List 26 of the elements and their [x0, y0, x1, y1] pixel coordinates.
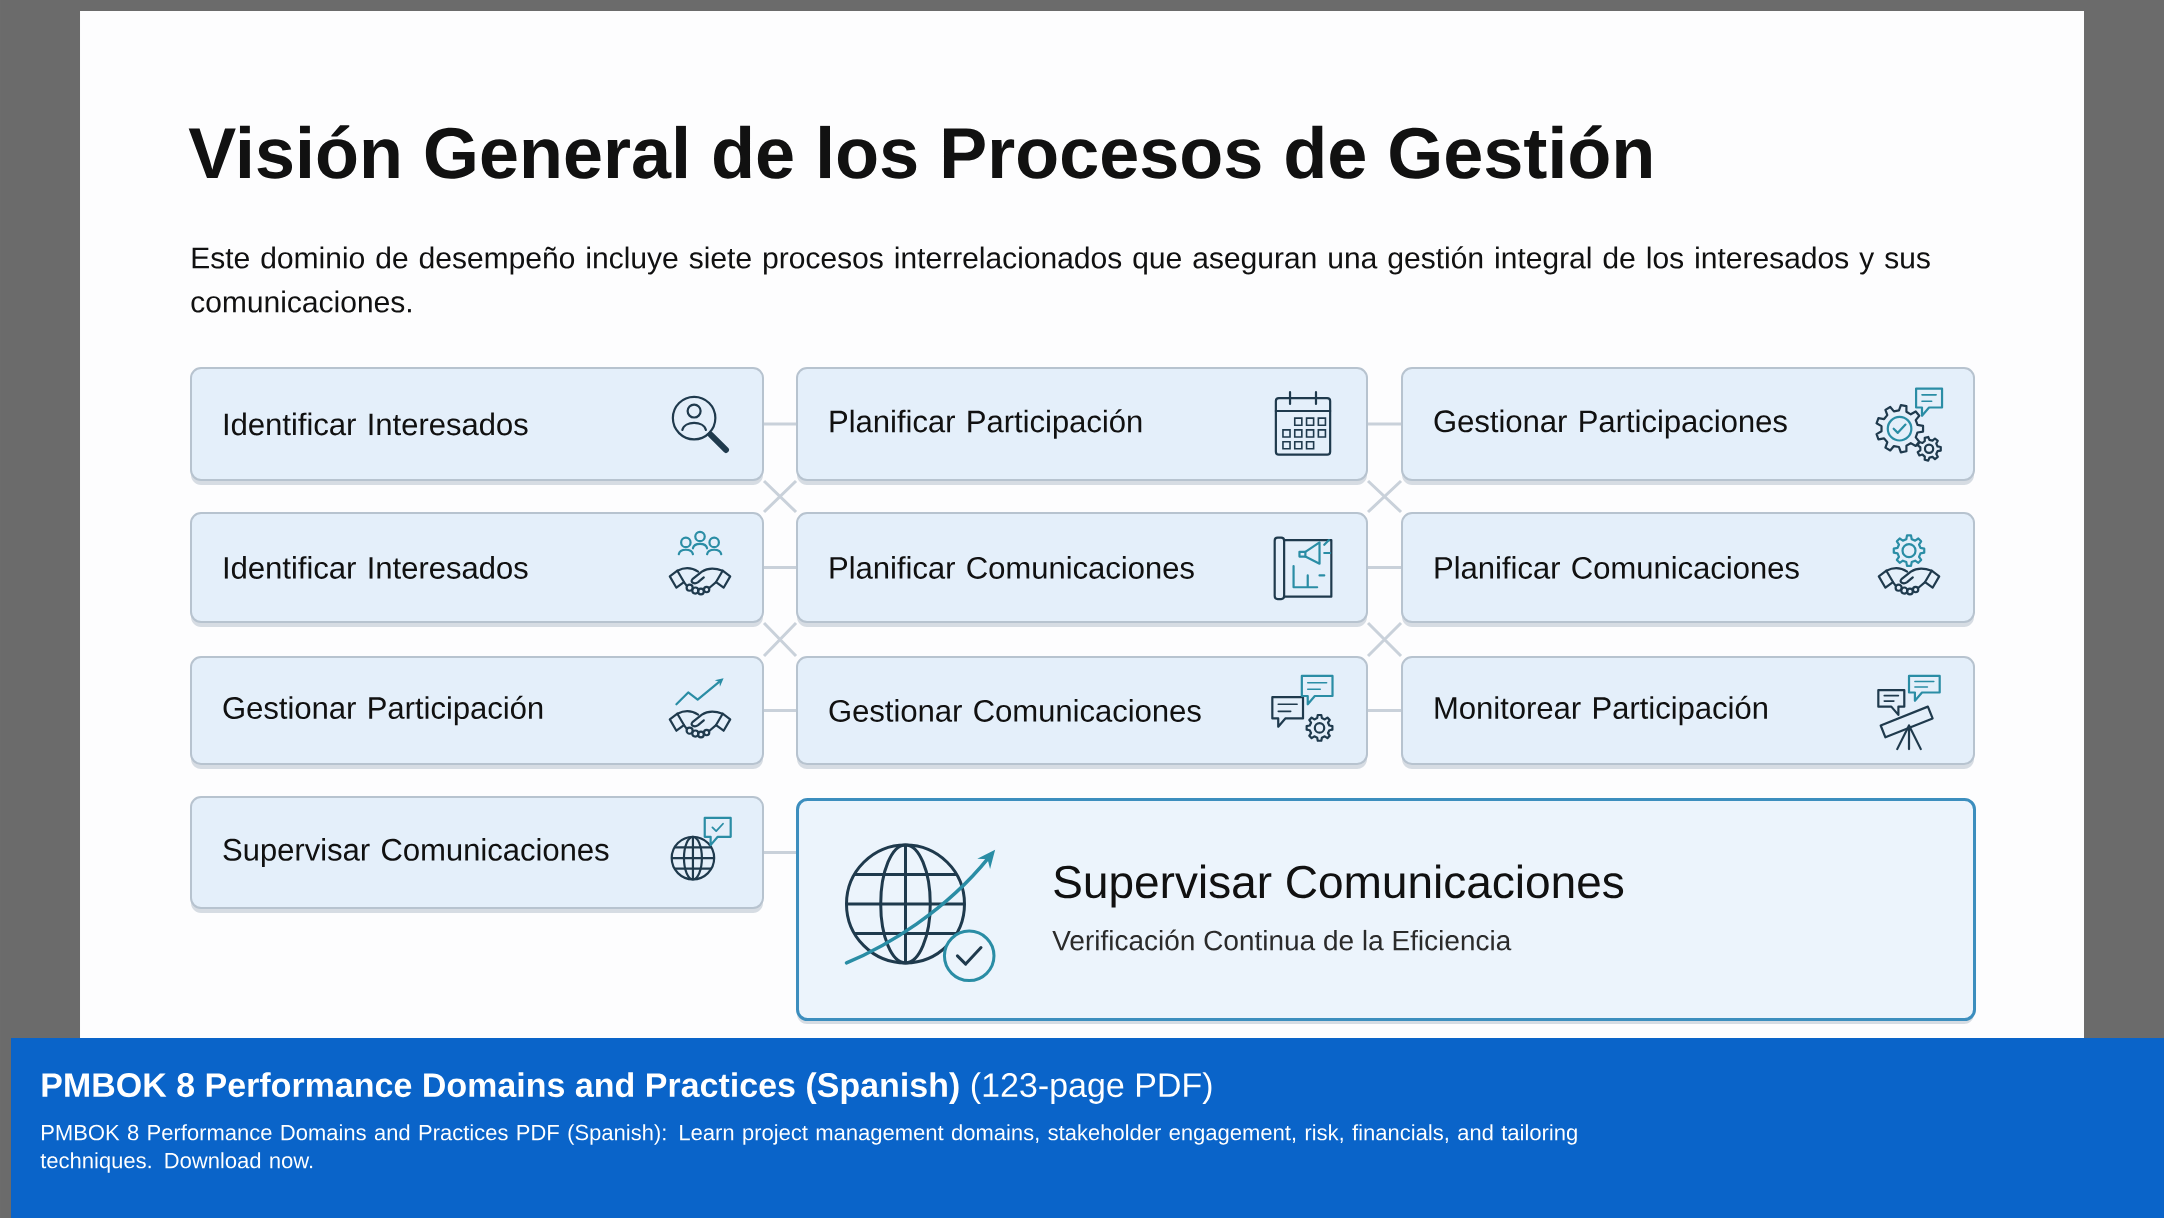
process-box: Monitorear Participación: [1401, 656, 1975, 769]
connector-line: [1366, 621, 1403, 658]
connector-line: [1368, 709, 1401, 712]
connector-line: [762, 621, 798, 658]
connector-line: [764, 709, 796, 712]
connector-line: [764, 566, 796, 569]
footer-description: PMBOK 8 Performance Domains and Practices PDF (Spanish): Learn project management domains, stakeholder engagement, risk, financials, and tailoring techniques. Download now.: [40, 1124, 1577, 1173]
process-box: Gestionar Participación: [190, 656, 764, 769]
connector-line: [1368, 566, 1401, 569]
highlight-box: Supervisar Comunicaciones Verificación Continua de la Eficiencia: [796, 798, 1976, 1024]
connector-line: [762, 479, 798, 514]
process-box: Identificar Interesados: [190, 512, 764, 627]
connector-line: [764, 422, 796, 426]
process-box: Gestionar Participaciones: [1401, 367, 1975, 485]
connector-line: [764, 851, 796, 854]
process-box: Supervisar Comunicaciones: [190, 796, 764, 913]
footer-heading: PMBOK 8 Performance Domains and Practices (Spanish) (123-page PDF): [42, 1072, 1212, 1104]
intro-text: Este dominio de desempeño incluye siete procesos interrelacionados que aseguran una gestión integral de los interesados y sus comunicaciones.: [191, 246, 1930, 313]
process-box: Planificar Comunicaciones: [796, 512, 1368, 627]
connector-line: [1366, 479, 1403, 514]
connector-line: [1368, 422, 1401, 426]
process-box: Gestionar Comunicaciones: [796, 656, 1368, 769]
process-box: Planificar Comunicaciones: [1401, 512, 1975, 627]
process-box: Identificar Interesados: [190, 367, 764, 485]
process-box: Planificar Participación: [796, 367, 1368, 485]
title: Visión General de los Procesos de Gestión: [188, 125, 1651, 179]
